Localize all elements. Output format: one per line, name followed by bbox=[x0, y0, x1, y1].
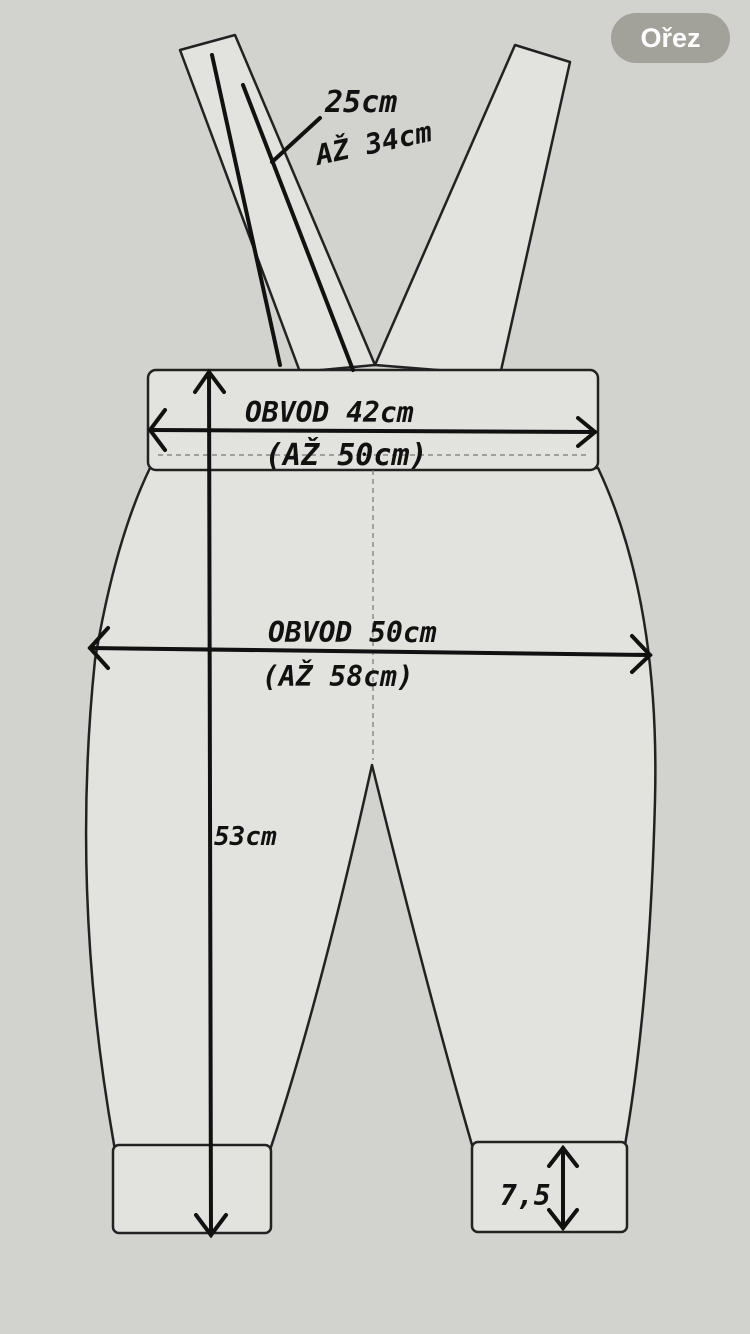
right-cuff bbox=[470, 1140, 629, 1234]
right-strap bbox=[373, 43, 572, 377]
left-cuff bbox=[111, 1143, 273, 1235]
hip-max-text: (AŽ 58cm) bbox=[262, 659, 414, 693]
total-length-text: 53cm bbox=[214, 822, 277, 852]
strap-length-text: 25cm bbox=[324, 85, 397, 120]
waist-circumference-text: OBVOD 42cm bbox=[245, 396, 414, 429]
hip-circumference-text: OBVOD 50cm bbox=[268, 616, 437, 649]
pants-body bbox=[84, 466, 657, 1152]
cuff-height-text: 7,5 bbox=[500, 1179, 551, 1212]
strap-length-max-text: AŽ 34cm bbox=[310, 114, 435, 172]
crop-button[interactable]: Ořez bbox=[611, 13, 730, 63]
waist-max-text: (AŽ 50cm) bbox=[265, 437, 428, 473]
